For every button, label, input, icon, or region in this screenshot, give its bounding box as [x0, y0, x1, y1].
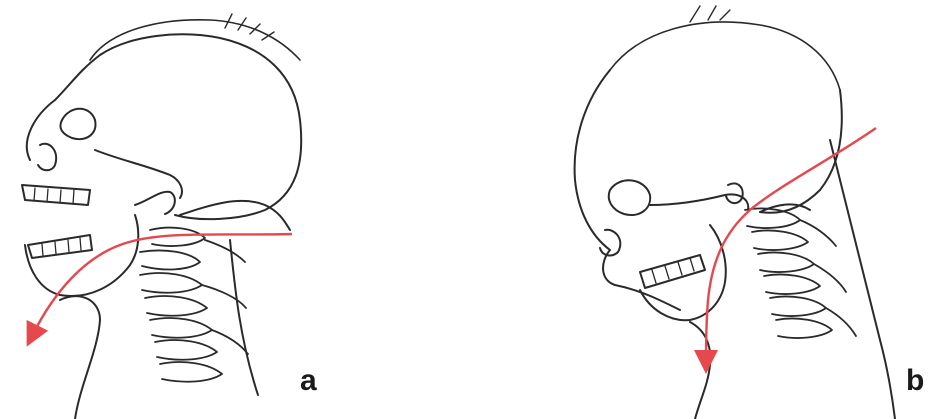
upper-teeth-b [640, 255, 705, 288]
hair-b [610, 22, 840, 90]
neck-back-a [230, 240, 258, 395]
lower-teeth-a [28, 235, 92, 258]
panel-label-a: a [300, 366, 317, 396]
neck-back-b [830, 140, 895, 419]
neck-front-a [60, 296, 100, 419]
arrow-a [32, 234, 292, 336]
panel-label-b: b [906, 366, 924, 396]
mandible-a [25, 215, 138, 296]
hair-a [90, 20, 300, 60]
panel-b [575, 6, 895, 419]
upper-teeth-a [22, 185, 90, 205]
cervical-spine-b [745, 208, 856, 338]
panel-a [22, 14, 301, 419]
skull-b [575, 70, 680, 310]
orbit-a [60, 109, 95, 139]
orbit-b [609, 180, 650, 215]
